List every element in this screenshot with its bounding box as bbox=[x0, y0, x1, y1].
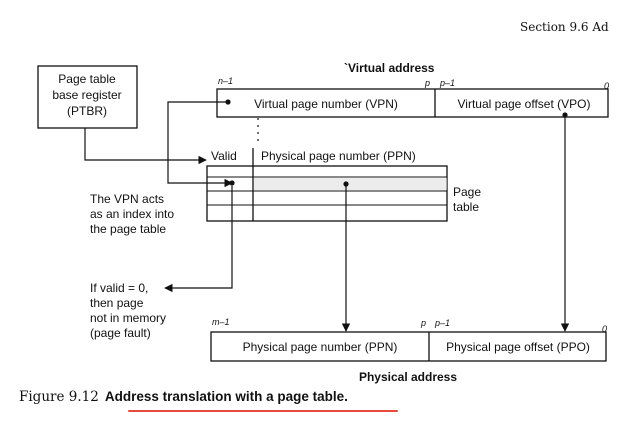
va-bit-n1: n–1 bbox=[218, 76, 233, 86]
valid-note-3: not in memory bbox=[90, 311, 166, 325]
vpn-note-2: as an index into bbox=[90, 207, 174, 221]
ptbr-line3: (PTBR) bbox=[67, 104, 107, 118]
va-bit-0: 0 bbox=[604, 81, 609, 91]
vpo-dot bbox=[562, 112, 568, 118]
physical-address-title: Physical address bbox=[359, 370, 457, 384]
vpo-field: Virtual page offset (VPO) bbox=[458, 97, 591, 111]
valid-arrow bbox=[164, 186, 233, 293]
figure-title: Address translation with a page table. bbox=[104, 389, 348, 404]
pt-selected-row bbox=[254, 178, 447, 190]
pa-bit-m1: m–1 bbox=[212, 317, 230, 327]
vpn-index-arrow bbox=[167, 101, 233, 188]
pt-valid-dot bbox=[229, 180, 235, 186]
vpn-note-3: the page table bbox=[90, 222, 166, 236]
virtual-address-title: `Virtual address bbox=[344, 61, 435, 75]
ptbr-line2: base register bbox=[52, 88, 121, 102]
vpn-field: Virtual page number (VPN) bbox=[254, 97, 398, 111]
caption-underline bbox=[128, 410, 398, 412]
ptbr-arrow bbox=[84, 128, 207, 165]
figure-number: Figure 9.12 bbox=[19, 389, 99, 405]
pt-valid-header: Valid bbox=[211, 149, 237, 163]
valid-note-2: then page bbox=[90, 296, 144, 310]
ppo-field: Physical page offset (PPO) bbox=[446, 340, 590, 354]
va-bit-p: p bbox=[424, 78, 430, 88]
page-table-box bbox=[206, 165, 448, 222]
physical-address-box bbox=[210, 331, 607, 362]
valid-note-1: If valid = 0, bbox=[90, 281, 148, 295]
pt-ppn-dot bbox=[343, 181, 349, 187]
va-bit-p1: p–1 bbox=[439, 78, 455, 88]
ppn-field: Physical page number (PPN) bbox=[243, 340, 398, 354]
pa-bit-0: 0 bbox=[602, 324, 607, 334]
ptbr-line1: Page table bbox=[58, 72, 116, 86]
virtual-address-box bbox=[216, 88, 609, 118]
pa-bit-p1: p–1 bbox=[434, 318, 450, 328]
pt-side-label-2: table bbox=[453, 200, 479, 214]
pa-bit-p: p bbox=[420, 318, 426, 328]
pt-ppn-header: Physical page number (PPN) bbox=[261, 149, 416, 163]
pt-side-label-1: Page bbox=[453, 185, 481, 199]
figure-caption: Figure 9.12 Address translation with a pa… bbox=[19, 389, 348, 405]
valid-note-4: (page fault) bbox=[90, 326, 151, 340]
section-header: Section 9.6 Ad bbox=[520, 20, 609, 34]
ptbr-box bbox=[37, 65, 138, 129]
vpn-note-1: The VPN acts bbox=[90, 192, 164, 206]
